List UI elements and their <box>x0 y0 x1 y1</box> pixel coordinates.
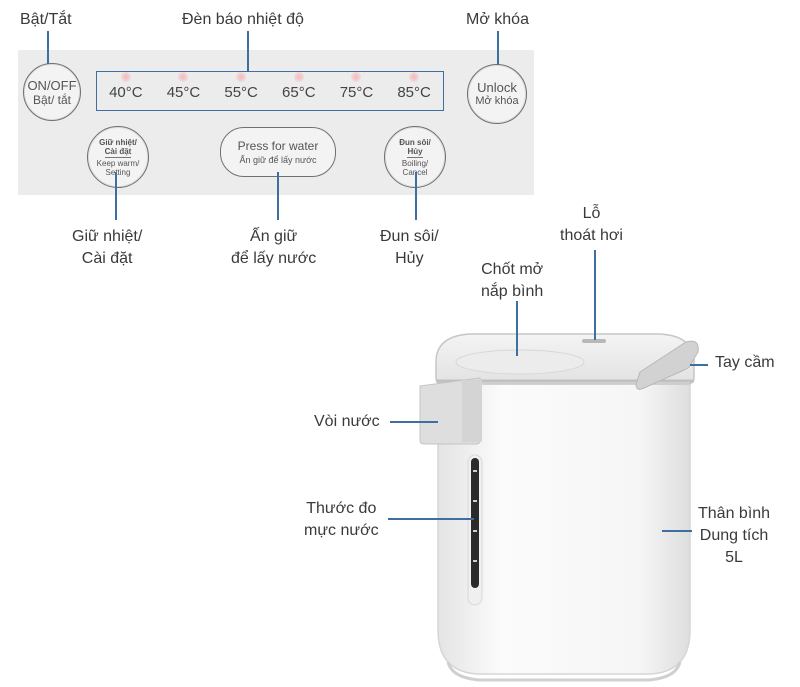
label-steam-hole-2: thoát hơi <box>560 227 623 244</box>
power-button-label-vi: Bật/ tắt <box>32 92 72 107</box>
label-boil: Đun sôi/ Hủy <box>380 226 439 270</box>
water-button-label-en: Press for water <box>237 138 319 153</box>
label-temp-indicator: Đèn báo nhiệt độ <box>182 11 304 28</box>
lid-panel <box>455 349 585 375</box>
label-lid-latch: Chốt mở nắp bình <box>481 259 543 303</box>
power-button-label-en: ON/OFF <box>27 77 77 93</box>
kettle-handle <box>635 340 699 390</box>
label-keep-warm-2: Cài đặt <box>81 250 133 267</box>
label-keep-warm-1: Giữ nhiệt/ <box>72 228 143 245</box>
leader-boil <box>415 172 417 220</box>
temp-85: 85°C <box>397 83 431 101</box>
label-steam-hole-1: Lỗ <box>582 205 601 222</box>
leader-body <box>662 530 692 532</box>
label-spout: Vòi nước <box>314 413 380 430</box>
unlock-button-label-en: Unlock <box>477 80 517 95</box>
unlock-button[interactable]: Unlock Mở khóa <box>467 64 527 124</box>
unlock-button-label-vi: Mở khóa <box>475 95 519 107</box>
water-gauge-marks <box>473 470 477 562</box>
boil-label-vi-1: Đun sôi/ <box>399 137 431 147</box>
label-body-2: Dung tích <box>699 527 769 544</box>
label-keep-warm: Giữ nhiệt/ Cài đặt <box>72 226 142 270</box>
temp-40: 40°C <box>109 83 143 101</box>
label-press-water: Ấn giữ để lấy nước <box>231 226 316 270</box>
leader-keep-warm <box>115 172 117 220</box>
leader-gauge <box>388 518 474 520</box>
kettle-body <box>437 379 691 675</box>
press-for-water-button[interactable]: Press for water Ấn giữ để lấy nước <box>220 127 336 177</box>
label-handle: Tay cầm <box>715 354 775 371</box>
label-body: Thân bình Dung tích 5L <box>698 503 770 569</box>
kettle-base <box>446 661 682 682</box>
label-lid-latch-1: Chốt mở <box>481 261 544 278</box>
keep-warm-label-en-2: Setting <box>105 167 131 177</box>
keep-warm-label-en-1: Keep warm/ <box>96 158 140 168</box>
leader-unlock <box>497 31 499 65</box>
label-power: Bật/Tắt <box>20 11 72 28</box>
temp-55: 55°C <box>224 83 258 101</box>
water-gauge-tube <box>471 458 479 588</box>
leader-temp <box>247 31 249 72</box>
label-unlock: Mở khóa <box>466 11 529 28</box>
label-lid-latch-2: nắp bình <box>481 283 544 300</box>
leader-power <box>47 31 49 64</box>
label-boil-2: Hủy <box>395 250 424 267</box>
temp-65: 65°C <box>282 83 316 101</box>
temp-75: 75°C <box>339 83 374 101</box>
label-steam-hole: Lỗ thoát hơi <box>560 203 623 247</box>
label-body-3: 5L <box>725 549 743 566</box>
keep-warm-label-vi-2: Cài đặt <box>104 146 132 158</box>
spout-neck <box>462 380 482 442</box>
leader-steam <box>594 250 596 340</box>
leader-handle <box>690 364 708 366</box>
label-water-gauge: Thước đo mực nước <box>304 498 379 542</box>
label-press-water-2: để lấy nước <box>231 250 317 267</box>
keep-warm-label-vi-1: Giữ nhiệt/ <box>99 137 137 147</box>
leader-latch <box>516 301 518 356</box>
leader-water <box>277 172 279 220</box>
label-boil-1: Đun sôi/ <box>380 228 439 245</box>
keep-warm-button[interactable]: Giữ nhiệt/ Cài đặt Keep warm/ Setting <box>87 126 149 188</box>
power-button[interactable]: ON/OFF Bật/ tắt <box>23 63 81 121</box>
leader-spout <box>390 421 438 423</box>
water-button-label-vi: Ấn giữ để lấy nước <box>239 154 317 165</box>
label-body-1: Thân bình <box>698 505 771 522</box>
label-press-water-1: Ấn giữ <box>250 228 298 245</box>
temp-45: 45°C <box>166 83 201 101</box>
boil-label-vi-2: Hủy <box>407 146 423 158</box>
steam-vent <box>582 339 606 343</box>
label-water-gauge-2: mực nước <box>304 522 379 539</box>
label-water-gauge-1: Thước đo <box>306 500 377 517</box>
boil-label-en-1: Boiling/ <box>401 158 429 168</box>
temperature-indicator-row: 40°C 45°C 55°C 65°C 75°C 85°C <box>96 71 444 111</box>
